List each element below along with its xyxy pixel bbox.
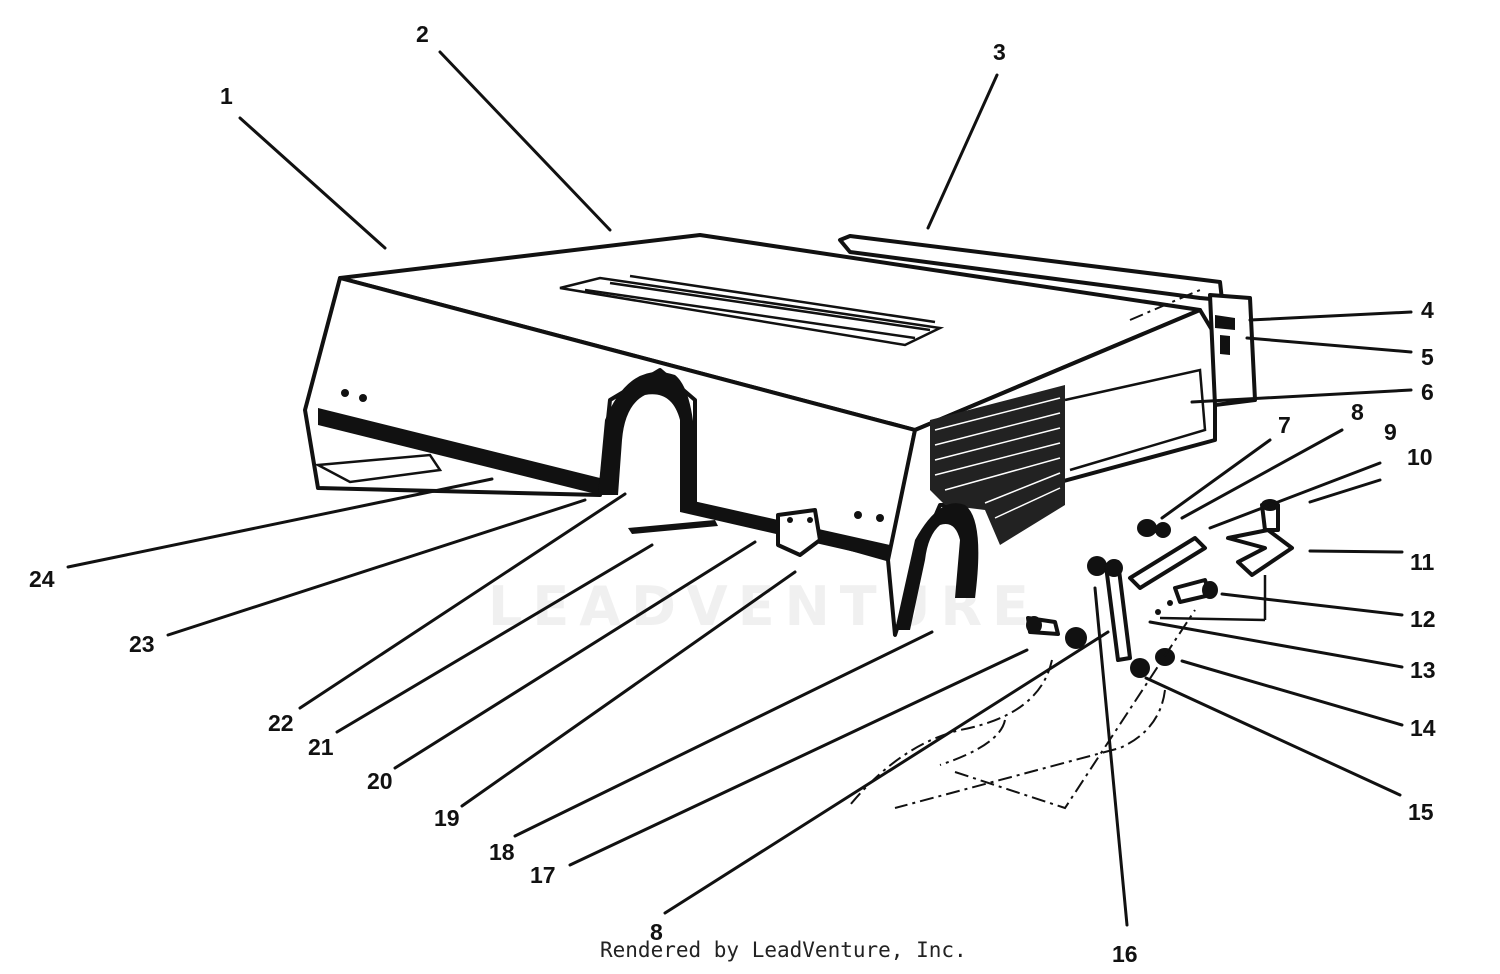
callout-11: 11	[1410, 549, 1435, 575]
callout-8-lower: 8	[650, 919, 663, 945]
callout-20: 20	[367, 768, 393, 794]
callout-21: 21	[308, 734, 334, 760]
callout-7: 7	[1278, 412, 1291, 438]
callout-labels: 1 2 3 4 5 6 7 8 9 10 11 12 13 14 15 16 1…	[29, 21, 1436, 967]
callout-15: 15	[1408, 799, 1434, 825]
hood-assembly	[303, 233, 1257, 637]
callout-2: 2	[416, 21, 429, 47]
callout-9: 9	[1384, 419, 1397, 445]
rendered-by-footer: Rendered by LeadVenture, Inc.	[600, 938, 967, 962]
callout-13: 13	[1410, 657, 1436, 683]
callout-4: 4	[1421, 297, 1434, 323]
callout-8: 8	[1351, 399, 1364, 425]
callout-12: 12	[1410, 606, 1436, 632]
callout-17: 17	[530, 862, 556, 888]
callout-14: 14	[1410, 715, 1436, 741]
callout-10: 10	[1407, 444, 1433, 470]
latch-hardware	[849, 499, 1294, 810]
leader-lines	[66, 50, 1413, 927]
callout-18: 18	[489, 839, 515, 865]
watermark-text: LEADVENTURE	[488, 575, 1039, 638]
callout-23: 23	[129, 631, 155, 657]
callout-16: 16	[1112, 941, 1138, 967]
callout-19: 19	[434, 805, 460, 831]
callout-22: 22	[268, 710, 294, 736]
callout-3: 3	[993, 39, 1006, 65]
callout-6: 6	[1421, 379, 1434, 405]
callout-24: 24	[29, 566, 55, 592]
callout-5: 5	[1421, 344, 1434, 370]
callout-1: 1	[220, 83, 233, 109]
